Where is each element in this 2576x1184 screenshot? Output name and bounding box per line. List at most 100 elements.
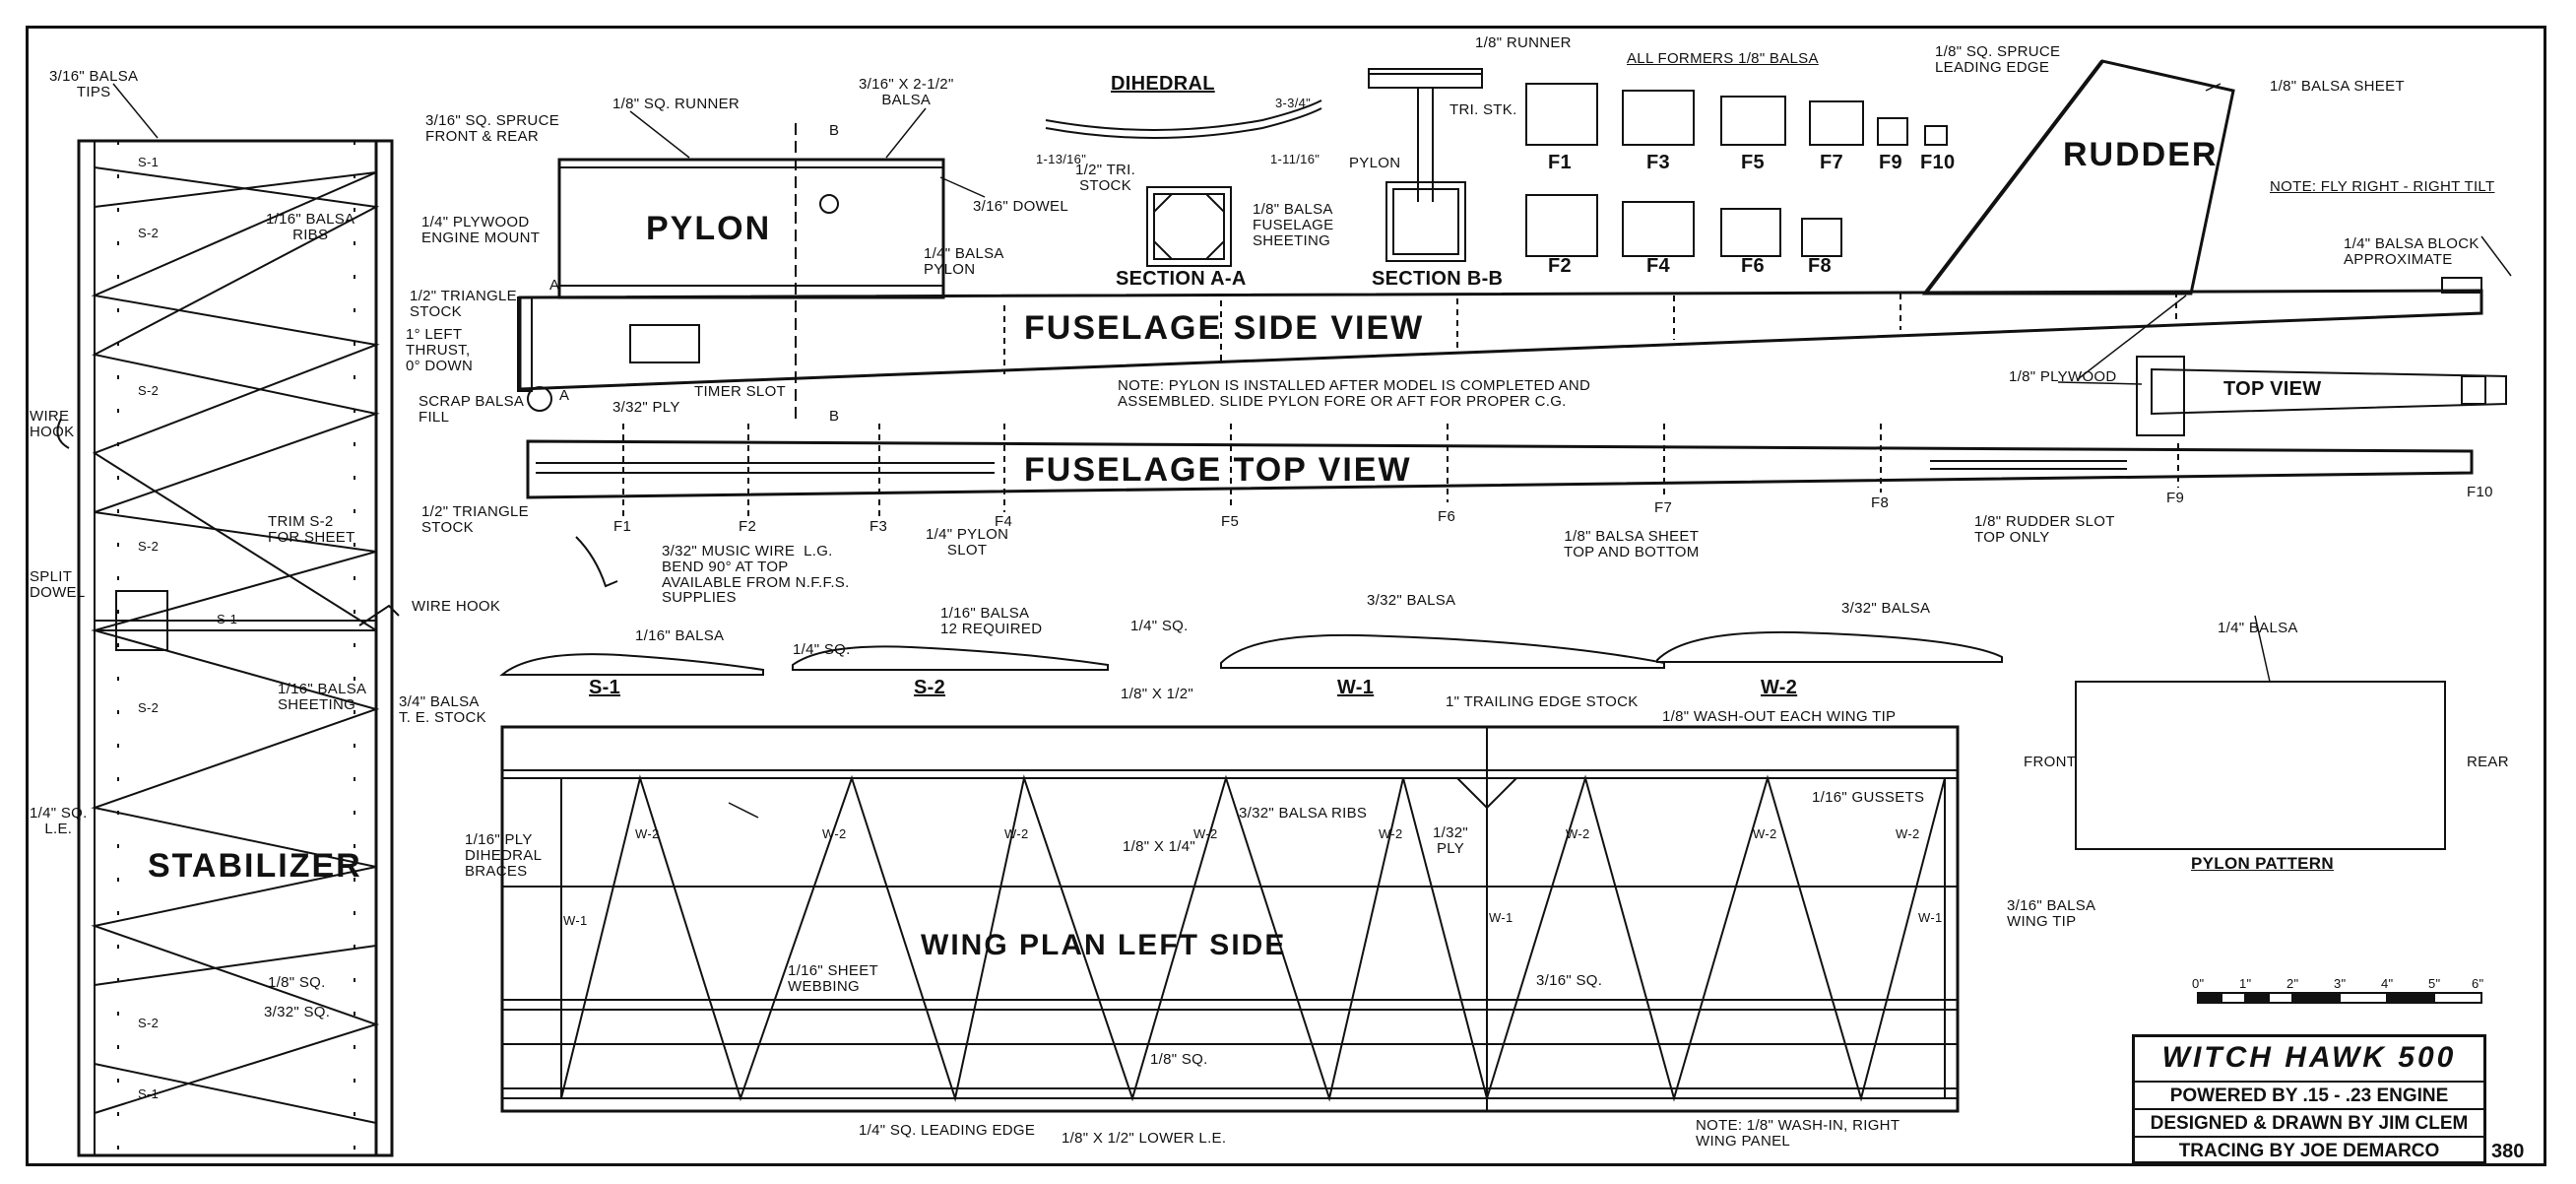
top-view-heading: TOP VIEW: [2223, 378, 2322, 400]
note-sheeting: 1/16" BALSA SHEETING: [278, 681, 367, 713]
note-runner: 1/8" SQ. RUNNER: [612, 96, 741, 112]
station-label: F5: [1221, 513, 1240, 530]
station-label: F1: [613, 518, 632, 535]
stab-rib-label: S-2: [138, 226, 160, 240]
station-label: F4: [995, 513, 1013, 530]
stab-rib-label: S-2: [138, 383, 160, 398]
former-label: F2: [1548, 255, 1572, 277]
formers-heading: ALL FORMERS 1/8" BALSA: [1627, 50, 1819, 67]
note-tri-stk: TRI. STK.: [1449, 101, 1517, 118]
note-dihedral-b: 1-13/16": [1036, 152, 1087, 166]
wing-rib-label: W-2: [1379, 826, 1403, 841]
stab-rib-label: S-2: [138, 539, 160, 554]
note-s2-balsa: 1/16" BALSA 12 REQUIRED: [940, 605, 1043, 637]
note-thrust: 1° LEFT THRUST, 0° DOWN: [406, 326, 474, 374]
scale-label: 1": [2239, 976, 2252, 991]
note-w2-balsa: 3/32" BALSA: [1841, 600, 1931, 617]
stab-rib-label: S-1: [217, 612, 238, 626]
fuselage-top-heading: FUSELAGE TOP VIEW: [1024, 451, 1412, 489]
section-aa: [1146, 186, 1232, 267]
note-w1-balsa: 3/32" BALSA: [1367, 592, 1456, 609]
rib-profiles: [499, 630, 2003, 676]
note-triangle-stock: 1/2" TRIANGLE STOCK: [410, 288, 517, 320]
note-music-wire: 3/32" MUSIC WIRE L.G. BEND 90° AT TOP AV…: [662, 543, 850, 607]
wing-plan-heading: WING PLAN LEFT SIDE: [921, 929, 1287, 961]
note-stab-ribs: 1/16" BALSA RIBS: [266, 211, 355, 243]
note-wash-out: 1/8" WASH-OUT EACH WING TIP: [1662, 708, 1897, 725]
note-engine-mount: 1/4" PLYWOOD ENGINE MOUNT: [421, 214, 541, 246]
note-ply-132: 1/32" PLY: [1433, 824, 1469, 857]
note-wire-hook-left: WIRE HOOK: [30, 408, 75, 440]
former-label: F10: [1920, 152, 1956, 173]
rib-s1-label: S-1: [589, 677, 621, 698]
note-rudder-le: 1/8" SQ. SPRUCE LEADING EDGE: [1935, 43, 2061, 76]
note-rudder-sheet: 1/8" BALSA SHEET: [2270, 78, 2405, 95]
former-label: F4: [1646, 255, 1670, 277]
note-spar-18x14: 1/8" x 1/4": [1123, 838, 1195, 855]
fuselage-top: [526, 424, 2474, 588]
note-wing-tip: 3/16" BALSA WING TIP: [2007, 897, 2096, 930]
dihedral-sketch: [1045, 99, 1322, 139]
station-label: F7: [1654, 499, 1673, 516]
note-rudder-slot: 1/8" RUDDER SLOT TOP ONLY: [1974, 513, 2115, 546]
note-spruce: 3/16" SQ. SPRUCE FRONT & REAR: [425, 112, 560, 145]
rib-s2-label: S-2: [914, 677, 946, 698]
note-trim-s2: TRIM S-2 FOR SHEET: [268, 513, 355, 546]
station-label: F3: [869, 518, 888, 535]
scale-bar: [2197, 992, 2482, 1004]
former-label: F8: [1808, 255, 1832, 277]
note-sq-332: 3/32" SQ.: [264, 1004, 331, 1020]
pylon-pattern: [2075, 681, 2446, 850]
pylon-heading: PYLON: [646, 210, 772, 247]
rudder: [1921, 59, 2235, 296]
section-mark-a: A: [559, 387, 570, 404]
note-pylon-sec: PYLON: [1349, 155, 1401, 171]
wing-rib-label: W-2: [1004, 826, 1029, 841]
note-timer-slot: TIMER SLOT: [694, 383, 787, 400]
note-fly-right: NOTE: FLY RIGHT - RIGHT TILT: [2270, 178, 2495, 195]
note-rear: REAR: [2467, 754, 2509, 770]
note-balsa-316: 3/16" x 2-1/2" BALSA: [859, 76, 954, 108]
note-front: FRONT: [2024, 754, 2077, 770]
section-mark-b: B: [829, 122, 840, 139]
scale-label: 4": [2381, 976, 2394, 991]
note-sq-18b: 1/8" SQ.: [1150, 1051, 1208, 1068]
wing-rib-w1: W-1: [1918, 910, 1943, 925]
former-label: F3: [1646, 152, 1670, 173]
station-label: F10: [2467, 484, 2493, 500]
note-runner-b: 1/8" RUNNER: [1475, 34, 1572, 51]
note-ply-braces: 1/16" PLY DIHEDRAL BRACES: [465, 831, 543, 880]
section-aa-heading: SECTION A-A: [1116, 268, 1247, 290]
note-wire-hook: WIRE HOOK: [412, 598, 501, 615]
former-label: F6: [1741, 255, 1765, 277]
stab-rib-label: S-2: [138, 1016, 160, 1030]
note-dihedral-a: 3-3/4": [1275, 96, 1312, 110]
formers: [1525, 83, 1948, 257]
note-pylon-slot: 1/4" PYLON SLOT: [926, 526, 1009, 559]
note-w1-sq: 1/4" SQ.: [1130, 618, 1189, 634]
note-gussets: 1/16" GUSSETS: [1812, 789, 1925, 806]
note-le-sq: 1/4" SQ. L.E.: [30, 805, 88, 837]
note-dowel: 3/16" DOWEL: [973, 198, 1068, 215]
drawing-border: [26, 26, 2546, 1166]
note-sq-316: 3/16" SQ.: [1536, 972, 1603, 989]
wing-rib-label: W-2: [635, 826, 660, 841]
wing-rib-label: W-2: [1896, 826, 1920, 841]
note-w1-le: 1/8" x 1/2": [1121, 686, 1193, 702]
note-sheet-top-bottom: 1/8" BALSA SHEET TOP AND BOTTOM: [1564, 528, 1700, 560]
station-label: F2: [739, 518, 757, 535]
scale-label: 2": [2286, 976, 2299, 991]
rib-w2-label: W-2: [1761, 677, 1798, 698]
plane-name: WITCH HAWK 500: [2161, 1041, 2457, 1074]
wing-rib-label: W-2: [1753, 826, 1777, 841]
scale-label: 0": [2192, 976, 2205, 991]
station-label: F8: [1871, 494, 1890, 511]
note-webbing: 1/16" SHEET WEBBING: [788, 962, 878, 995]
wing-rib-w1: W-1: [563, 913, 588, 928]
note-stab-tips: 3/16" BALSA TIPS: [49, 68, 139, 100]
note-pylon-install: NOTE: PYLON IS INSTALLED AFTER MODEL IS …: [1118, 377, 1591, 410]
stab-rib-label: S-1: [138, 155, 160, 169]
stabilizer-outline: [56, 139, 400, 1157]
station-label: F9: [2166, 490, 2185, 506]
note-split-dowel: SPLIT DOWEL: [30, 568, 86, 601]
